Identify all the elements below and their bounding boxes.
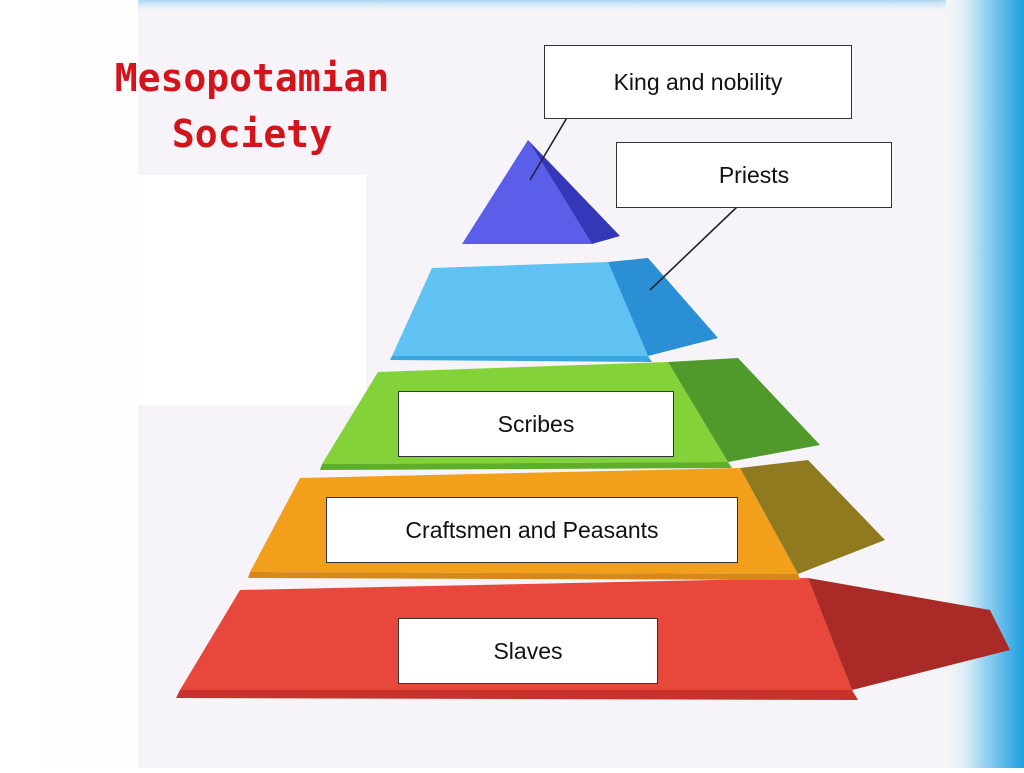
tier-priests <box>390 258 718 362</box>
priests-leader-line <box>649 205 739 291</box>
tier-king <box>462 140 620 244</box>
label-slaves: Slaves <box>398 618 658 684</box>
label-craftsmen-and-peasants: Craftsmen and Peasants <box>326 497 738 563</box>
paper-blank <box>138 175 366 405</box>
top-edge <box>138 0 946 14</box>
title-line-1: Mesopotamian <box>114 56 390 100</box>
label-scribes: Scribes <box>398 391 674 457</box>
king-leader-line <box>529 115 569 181</box>
label-priests: Priests <box>616 142 892 208</box>
label-king-and-nobility: King and nobility <box>544 45 852 119</box>
title-line-2: Society <box>171 112 333 156</box>
diagram-title: Mesopotamian Society <box>92 50 412 162</box>
